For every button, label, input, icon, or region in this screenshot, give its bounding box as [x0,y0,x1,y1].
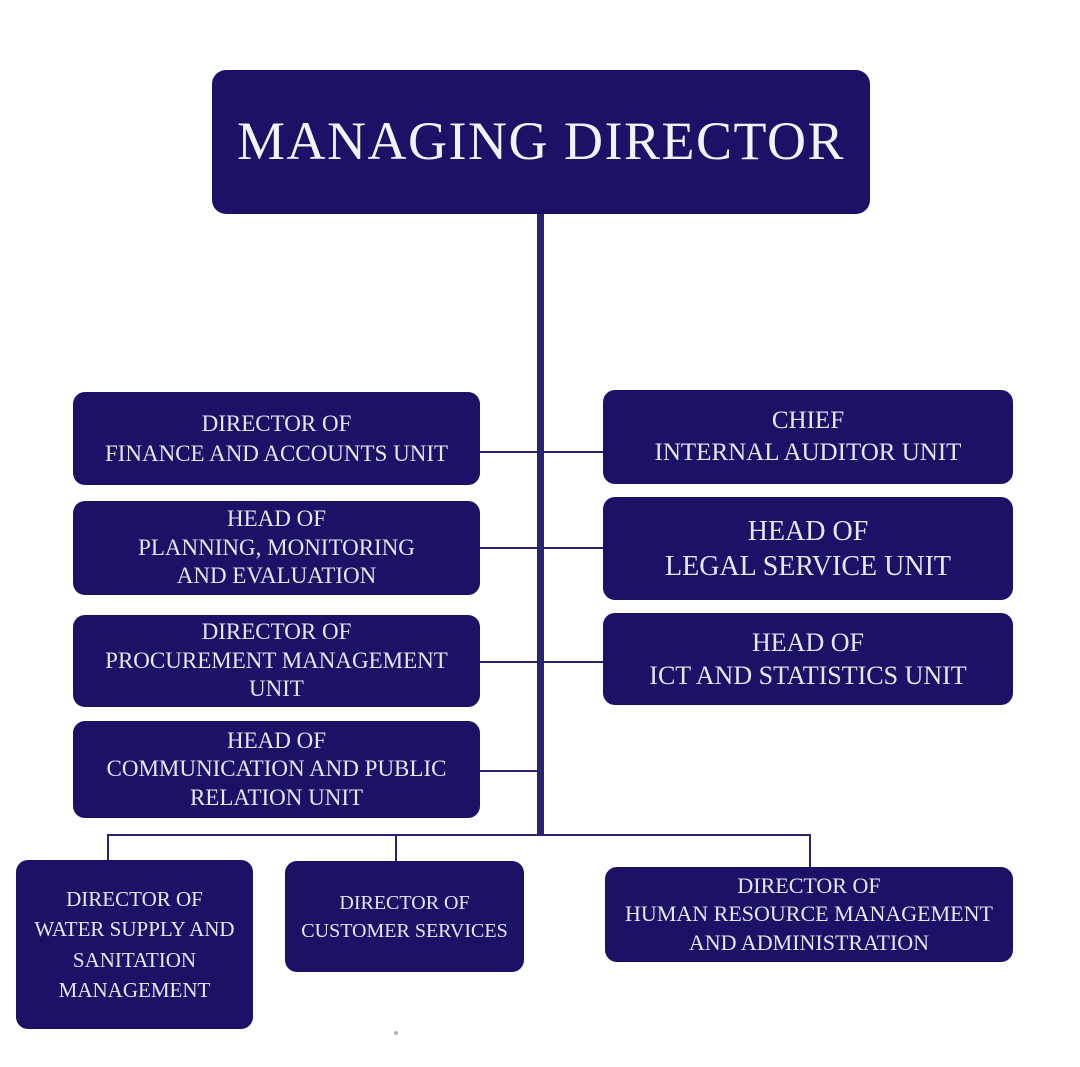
node-label-line: HEAD OF [226,727,327,753]
node-label-line: PLANNING, MONITORING [138,534,415,560]
node-legal-service-unit: HEAD OF LEGAL SERVICE UNIT [603,497,1013,600]
node-label: MANAGING DIRECTOR [236,111,845,172]
connector-row2 [480,547,603,549]
node-human-resource-administration: DIRECTOR OF HUMAN RESOURCE MANAGEMENT AN… [605,867,1013,962]
connector-drop-water [107,834,109,861]
node-label-line: MANAGEMENT [58,977,211,1002]
connector-row1 [480,451,603,453]
node-finance-accounts-unit: DIRECTOR OF FINANCE AND ACCOUNTS UNIT [73,392,480,485]
node-label-line: HEAD OF [747,515,869,547]
node-label-line: UNIT [249,676,304,702]
stray-dot-artifact [394,1031,398,1035]
node-label-line: HEAD OF [226,506,327,532]
node-label-line: CHIEF [771,407,845,434]
node-label-line: WATER SUPPLY AND [34,917,235,942]
node-label-line: AND EVALUATION [176,563,377,589]
connector-bottom-rail [107,834,811,836]
node-communication-public-relation-unit: HEAD OF COMMUNICATION AND PUBLIC RELATIO… [73,721,480,818]
connector-drop-hr [809,834,811,868]
node-chief-internal-auditor-unit: CHIEF INTERNAL AUDITOR UNIT [603,390,1013,484]
node-customer-services: DIRECTOR OF CUSTOMER SERVICES [285,861,524,972]
node-label-line: DIRECTOR OF [201,411,352,437]
node-label-line: SANITATION [72,947,197,972]
node-label-line: DIRECTOR OF [66,886,203,911]
connector-row3 [480,661,603,663]
node-label-line: RELATION UNIT [189,784,364,810]
node-water-supply-sanitation: DIRECTOR OF WATER SUPPLY AND SANITATION … [16,860,253,1029]
node-label-line: DIRECTOR OF [201,619,352,645]
connector-drop-customer [395,834,397,862]
node-label-line: DIRECTOR OF [737,873,881,899]
node-label-line: COMMUNICATION AND PUBLIC [106,756,447,782]
connector-communication-stub [480,770,541,772]
node-planning-monitoring-evaluation: HEAD OF PLANNING, MONITORING AND EVALUAT… [73,501,480,595]
node-label-line: LEGAL SERVICE UNIT [664,550,951,582]
node-label-line: FINANCE AND ACCOUNTS UNIT [104,440,449,466]
node-label-line: HEAD OF [752,627,864,657]
node-label-line: HUMAN RESOURCE MANAGEMENT [625,901,993,927]
node-ict-statistics-unit: HEAD OF ICT AND STATISTICS UNIT [603,613,1013,705]
node-managing-director: MANAGING DIRECTOR [212,70,870,214]
node-label-line: PROCUREMENT MANAGEMENT [105,647,448,673]
node-label-line: AND ADMINISTRATION [688,929,930,955]
node-label-line: INTERNAL AUDITOR UNIT [654,439,962,466]
connector-trunk [537,214,544,836]
node-label-line: CUSTOMER SERVICES [301,919,508,942]
node-procurement-management-unit: DIRECTOR OF PROCUREMENT MANAGEMENT UNIT [73,615,480,707]
node-label-line: DIRECTOR OF [339,891,470,914]
node-label-line: ICT AND STATISTICS UNIT [649,661,967,690]
